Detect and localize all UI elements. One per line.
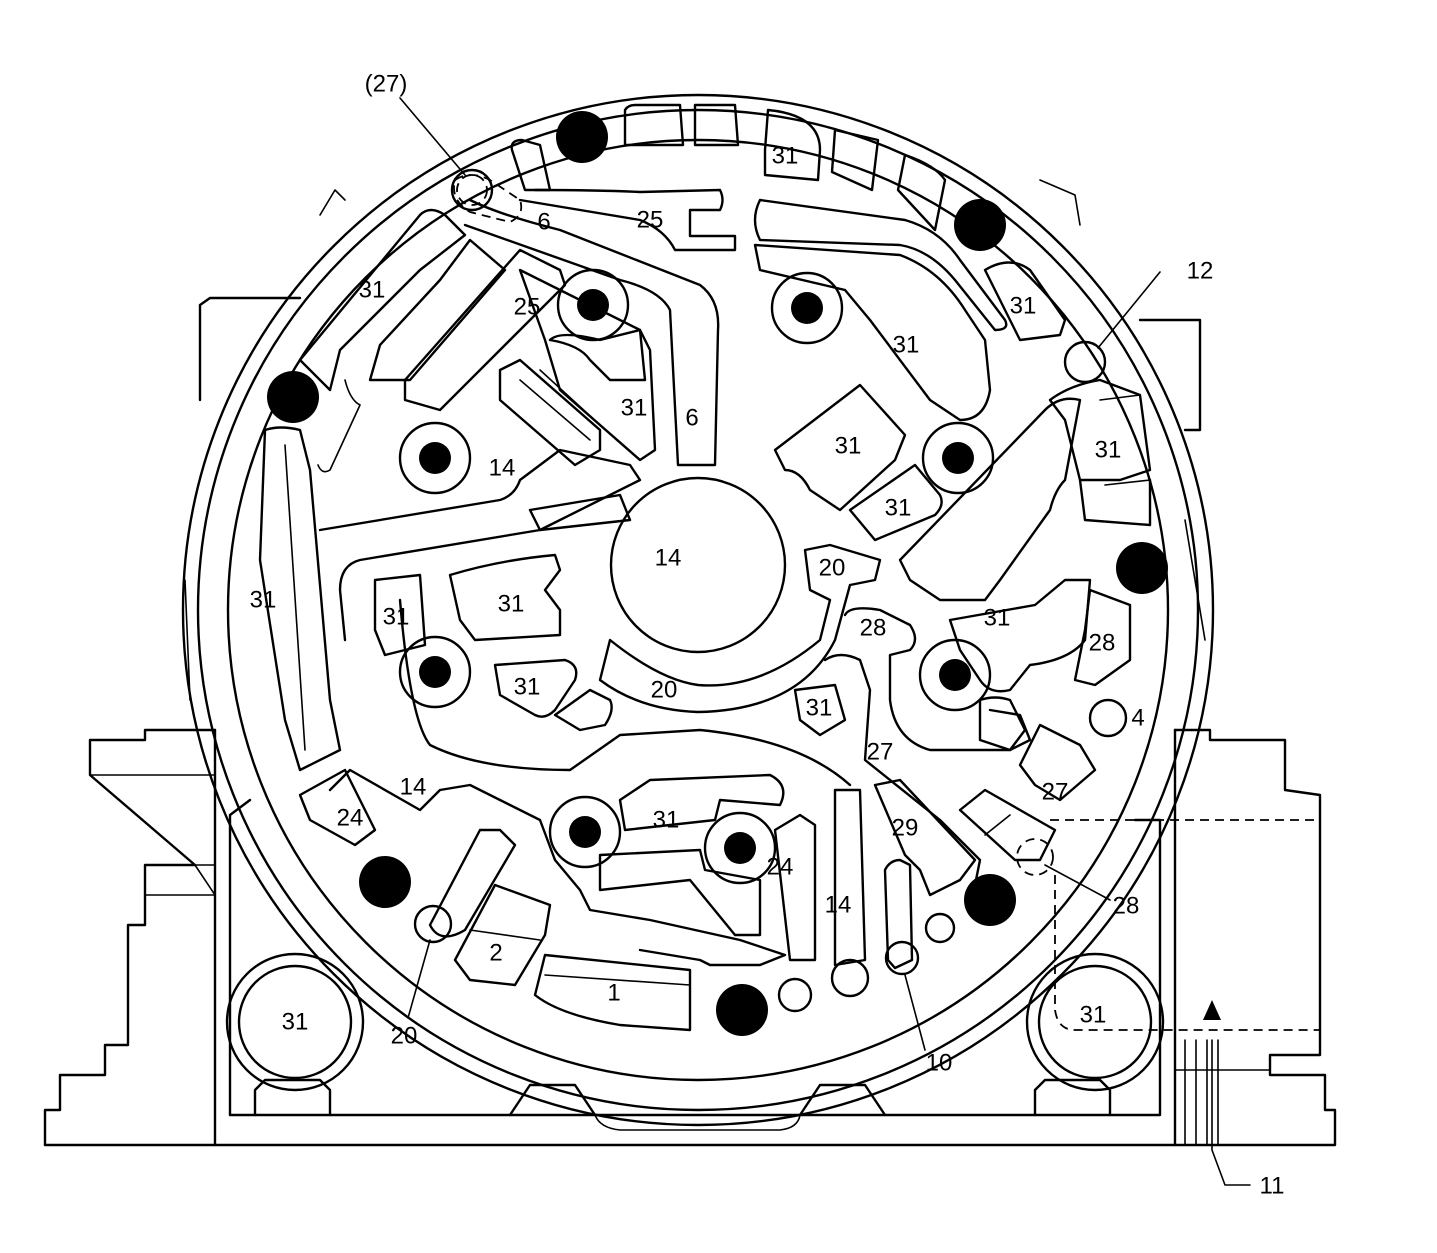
channel-label: 24	[767, 854, 794, 881]
bolt-hole-inner-4	[942, 442, 974, 474]
channel-label: 14	[825, 892, 852, 919]
callout-label-bottom-mid: 10	[926, 1050, 953, 1077]
callout-label-right-bottom: 28	[1113, 893, 1140, 920]
callout-label-top-left: (27)	[365, 71, 408, 98]
bolt-hole-bottom-right-outer	[964, 874, 1016, 926]
flow-arrow-icon	[1203, 1000, 1221, 1020]
channel-label: 31	[1080, 1002, 1107, 1029]
bolt-hole-inner-5	[419, 656, 451, 688]
channel-label: 28	[860, 615, 887, 642]
channel-label: 24	[337, 805, 364, 832]
channel-label: 31	[1010, 293, 1037, 320]
bolt-hole-left-outer	[267, 371, 319, 423]
channel-labels: 31 25 6 31 25 31 6 31 14 31 31 14 20 31 …	[250, 143, 1145, 1036]
channel-label: 31	[514, 674, 541, 701]
channel-label: 31	[885, 495, 912, 522]
bolt-hole-right-outer	[1116, 542, 1168, 594]
channel-label: 28	[1089, 630, 1116, 657]
channel-label: 20	[651, 677, 678, 704]
channel-label: 31	[984, 605, 1011, 632]
callout-labels: (27) 12 28 20 10 11	[365, 71, 1285, 1200]
channel-label: 31	[653, 807, 680, 834]
bolt-holes	[267, 111, 1168, 1036]
channel-label: 2	[489, 940, 502, 967]
bolt-hole-inner-1	[577, 289, 609, 321]
channel-label: 31	[359, 277, 386, 304]
bolt-hole-inner-7	[569, 816, 601, 848]
callout-leaders	[399, 97, 1251, 1186]
channel-label: 31	[282, 1009, 309, 1036]
bolt-hole-top-left-outer	[556, 111, 608, 163]
channel-label: 27	[1042, 779, 1069, 806]
channel-label: 31	[250, 587, 277, 614]
channel-label: 31	[806, 695, 833, 722]
main-plate	[181, 93, 1215, 1127]
channel-label: 31	[621, 395, 648, 422]
channel-label: 31	[1095, 437, 1122, 464]
bolt-hole-inner-2	[791, 292, 823, 324]
channel-label: 31	[835, 433, 862, 460]
channel-label: 31	[498, 591, 525, 618]
channel-label: 14	[655, 545, 682, 572]
channel-label: 14	[489, 455, 516, 482]
channel-label: 27	[867, 739, 894, 766]
channel-label: 31	[772, 143, 799, 170]
bolt-hole-bottom-outer	[716, 984, 768, 1036]
channel-label: 31	[893, 332, 920, 359]
callout-label-bottom-left: 20	[391, 1023, 418, 1050]
channel-label: 29	[892, 815, 919, 842]
channel-label: 6	[685, 405, 698, 432]
callout-label-right-top: 12	[1187, 258, 1214, 285]
channel-label: 6	[537, 209, 550, 236]
channel-label: 4	[1131, 705, 1144, 732]
channel-label: 25	[637, 207, 664, 234]
bolt-hole-inner-3	[419, 442, 451, 474]
bolt-hole-bottom-left-outer	[359, 856, 411, 908]
channel-label: 14	[400, 774, 427, 801]
channel-label: 20	[819, 555, 846, 582]
channel-label: 25	[514, 294, 541, 321]
fluid-channels	[258, 103, 1320, 1032]
callout-label-bottom-right: 11	[1260, 1173, 1285, 1200]
bottom-bosses	[225, 952, 1165, 1092]
bolt-hole-inner-8	[724, 832, 756, 864]
channel-label: 1	[607, 980, 620, 1007]
bolt-hole-inner-6	[939, 659, 971, 691]
channel-label: 31	[383, 604, 410, 631]
bolt-hole-top-right-outer	[954, 199, 1006, 251]
